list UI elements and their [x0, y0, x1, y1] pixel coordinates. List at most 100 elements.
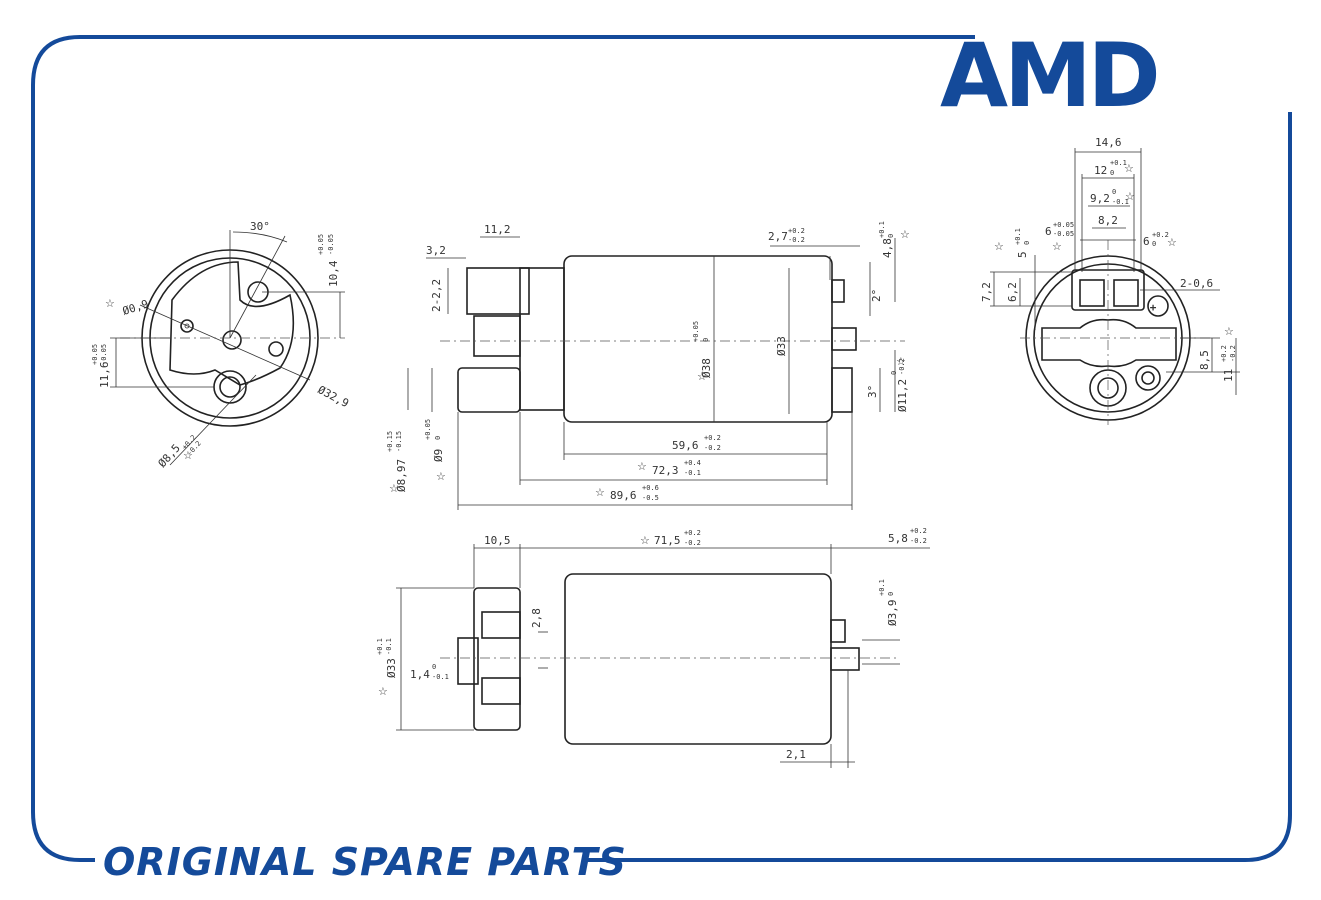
top-dia-3-9-dn: 0 [887, 592, 895, 596]
conn-w-12-up: +0.1 [1110, 159, 1127, 167]
side-len-72-3-up: +0.4 [684, 459, 701, 467]
top-w-2-1: 2,1 [786, 748, 806, 761]
sheet-border [31, 35, 1292, 862]
top-dia-3-9-up: +0.1 [878, 579, 886, 596]
conn-w-9-2-up: 0 [1112, 188, 1116, 196]
top-dia-33-up: +0.1 [376, 638, 384, 655]
critical-mark: ☆ [436, 470, 446, 483]
side-angle-3: 3° [866, 385, 879, 398]
side-right-2-7-dn: -0.2 [788, 236, 805, 244]
svg-text:AMD: AMD [940, 24, 1157, 127]
footer-tagline: ORIGINAL SPARE PARTS [103, 840, 627, 884]
front-view: 30° 10,4 +0.05 -0.05 ☆ Ø0,9 Ø32,9 11,6 +… [91, 220, 351, 470]
side-len-72-3: 72,3 [652, 464, 679, 477]
side-left-3-2: 3,2 [426, 244, 446, 257]
top-w-10-5: 10,5 [484, 534, 511, 547]
connector-view: 14,6 12 +0.1 0 ☆ 9,2 0 -0.1 ☆ 8,2 6 +0.0… [980, 136, 1240, 425]
side-body-tol-dn: 0 [702, 338, 710, 342]
side-len-89-6: 89,6 [610, 489, 637, 502]
conn-w-6-a-up: +0.05 [1053, 221, 1074, 229]
side-top-width: 11,2 [484, 223, 511, 236]
conn-h-8-5: 8,5 [1198, 350, 1211, 370]
conn-h-11: 11 [1222, 369, 1235, 382]
side-view: 11,2 3,2 2-2,2 Ø38 +0.05 0 ☆ Ø33 2,7 +0.… [386, 221, 910, 510]
critical-mark: ☆ [378, 685, 388, 698]
side-body-tol-up: +0.05 [692, 321, 700, 342]
top-w-71-5: 71,5 [654, 534, 681, 547]
conn-w-6-a: 6 [1045, 225, 1052, 238]
side-right-4-8-dn: 0 [887, 234, 895, 238]
conn-h-5-dn: 0 [1023, 241, 1031, 245]
side-body-dia: Ø38 [700, 358, 713, 378]
conn-h-5: 5 [1016, 251, 1029, 258]
side-dia-9-up: +0.05 [424, 419, 432, 440]
conn-h-5-up: +0.1 [1014, 228, 1022, 245]
side-dia-8-97: Ø8,97 [395, 459, 408, 492]
conn-w-6-a-dn: -0.05 [1053, 230, 1074, 238]
side-right-2-7-up: +0.2 [788, 227, 805, 235]
side-len-59-6-up: +0.2 [704, 434, 721, 442]
plus-icon: + [1150, 301, 1157, 314]
side-dia-8-97-dn: -0.15 [395, 431, 403, 452]
side-right-4-8: 4,8 [881, 238, 894, 258]
front-height-tol-up: +0.05 [91, 344, 99, 365]
critical-mark: ☆ [1124, 162, 1134, 175]
top-w-5-8: 5,8 [888, 532, 908, 545]
side-dia-9: Ø9 [432, 449, 445, 462]
critical-mark: ☆ [595, 486, 605, 499]
side-len-59-6: 59,6 [672, 439, 699, 452]
side-len-72-3-dn: -0.1 [684, 469, 701, 477]
conn-w-6-b-dn: 0 [1152, 240, 1156, 248]
side-len-89-6-up: +0.6 [642, 484, 659, 492]
conn-w-6-b-up: +0.2 [1152, 231, 1169, 239]
front-height-tol-dn: -0.05 [100, 344, 108, 365]
front-offset-tol-up: +0.05 [317, 234, 325, 255]
critical-mark: ☆ [640, 534, 650, 547]
top-w-5-8-dn: -0.2 [910, 537, 927, 545]
conn-w-12-dn: 0 [1110, 169, 1114, 177]
critical-mark: ☆ [1224, 325, 1234, 338]
conn-w-12: 12 [1094, 164, 1107, 177]
critical-mark: ☆ [994, 240, 1004, 253]
top-h-2-8: 2,8 [530, 608, 543, 628]
conn-w-9-2: 9,2 [1090, 192, 1110, 205]
top-view: 10,5 ☆ 71,5 +0.2 -0.2 5,8 +0.2 -0.2 2,8 … [376, 527, 930, 768]
side-right-2-7: 2,7 [768, 230, 788, 243]
side-dia-8-97-up: +0.15 [386, 431, 394, 452]
top-dia-33: Ø33 [385, 658, 398, 678]
critical-mark: ☆ [900, 228, 910, 241]
side-inner-dia: Ø33 [775, 336, 788, 356]
critical-mark: ☆ [105, 297, 115, 310]
side-len-59-6-dn: -0.2 [704, 444, 721, 452]
critical-mark: ☆ [896, 355, 906, 368]
critical-mark: ☆ [1167, 236, 1177, 249]
side-dia-9-dn: 0 [434, 436, 442, 440]
side-outlet-11-2-up: 0 [890, 371, 898, 375]
top-dia-3-9: Ø3,9 [886, 600, 899, 627]
conn-h-11-dn: -0.2 [1229, 345, 1237, 362]
amd-logo: AMD [940, 24, 1161, 127]
conn-pin-2-0-6: 2-0,6 [1180, 277, 1213, 290]
top-w-5-8-up: +0.2 [910, 527, 927, 535]
conn-h-11-up: +0.2 [1220, 345, 1228, 362]
side-len-89-6-dn: -0.5 [642, 494, 659, 502]
conn-h-7-2: 7,2 [980, 282, 993, 302]
top-t-1-4-dn: -0.1 [432, 673, 449, 681]
side-right-4-8-up: +0.1 [878, 221, 886, 238]
top-t-1-4-up: 0 [432, 663, 436, 671]
top-dia-33-dn: -0.1 [385, 638, 393, 655]
conn-h-6-2: 6,2 [1006, 282, 1019, 302]
side-angle-2: 2° [870, 289, 883, 302]
front-angle: 30° [250, 220, 270, 233]
side-outlet-11-2: Ø11,2 [896, 379, 909, 412]
top-t-1-4: 1,4 [410, 668, 430, 681]
front-offset: 10,4 [327, 260, 340, 287]
critical-mark: ☆ [637, 460, 647, 473]
conn-w-14-6: 14,6 [1095, 136, 1122, 149]
front-offset-tol-dn: -0.05 [327, 234, 335, 255]
conn-w-9-2-dn: -0.1 [1112, 198, 1129, 206]
critical-mark: ☆ [1052, 240, 1062, 253]
conn-w-6-b: 6 [1143, 235, 1150, 248]
critical-mark: ☆ [697, 370, 707, 383]
